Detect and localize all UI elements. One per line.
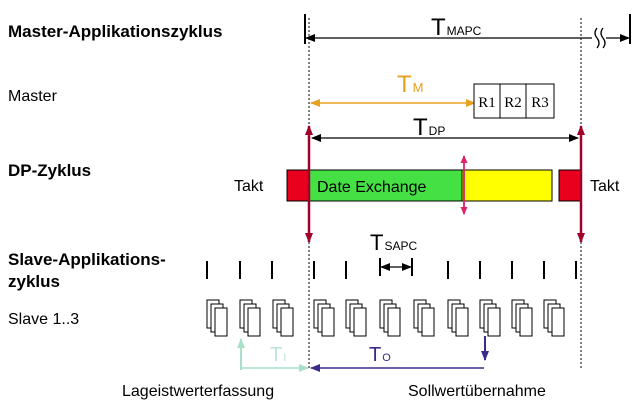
slave-page-stack: [479, 299, 501, 337]
slave-page-stack: [239, 299, 261, 337]
slave-page-stack: [272, 299, 294, 337]
data-exchange-label: Date Exchange: [317, 179, 427, 196]
slave-page: [387, 307, 401, 337]
slave-cycle-ticks: [206, 261, 577, 279]
row-label-slave: Slave 1..3: [8, 311, 79, 328]
slave-page-stack: [543, 299, 565, 337]
slave-page: [455, 307, 469, 337]
slave-page-stack: [447, 299, 469, 337]
slave-page: [280, 307, 294, 337]
takt-block-left: [286, 169, 310, 202]
data-exchange-block: [308, 169, 463, 202]
slave-page: [353, 307, 367, 337]
t-o-label: TO: [369, 344, 391, 366]
slave-page: [421, 307, 435, 337]
register-r1: R1: [478, 95, 496, 111]
row-label-slave-app-2: zyklus: [8, 272, 60, 291]
takt-label-right: Takt: [590, 178, 620, 195]
t-sapc-label: TSAPC: [370, 230, 417, 255]
register-r3-box: [525, 83, 555, 119]
slave-page-stacks: [206, 299, 565, 337]
row-label-master: Master: [8, 88, 58, 105]
row-label-dp-cycle: DP-Zyklus: [8, 161, 91, 180]
input-annotation: Lageistwerterfassung: [122, 383, 274, 400]
slave-page-stack: [313, 299, 335, 337]
t-mapc-label: TMAPC: [431, 14, 482, 41]
row-label-master-app: Master-Applikationszyklus: [8, 22, 222, 41]
slave-page: [487, 307, 501, 337]
row-label-slave-app-1: Slave-Applikations-: [8, 250, 166, 269]
output-annotation: Sollwertübernahme: [408, 383, 546, 400]
slave-page-stack: [511, 299, 533, 337]
slave-page: [551, 307, 565, 337]
register-r2: R2: [504, 95, 522, 111]
takt-block-right: [558, 169, 582, 202]
slave-page: [321, 307, 335, 337]
slave-page: [247, 307, 261, 337]
t-dp-label: TDP: [413, 114, 445, 141]
axis-break-icon: [594, 27, 606, 49]
register-r3: R3: [531, 95, 549, 111]
t-m-label: TM: [397, 71, 424, 98]
slave-page-stack: [413, 299, 435, 337]
slave-page-stack: [206, 299, 228, 337]
slave-page-stack: [345, 299, 367, 337]
t-i-label: TI: [270, 344, 286, 366]
slave-page: [214, 307, 228, 337]
slave-page-stack: [379, 299, 401, 337]
idle-block: [461, 169, 553, 202]
takt-label-left: Takt: [234, 178, 264, 195]
slave-page: [519, 307, 533, 337]
